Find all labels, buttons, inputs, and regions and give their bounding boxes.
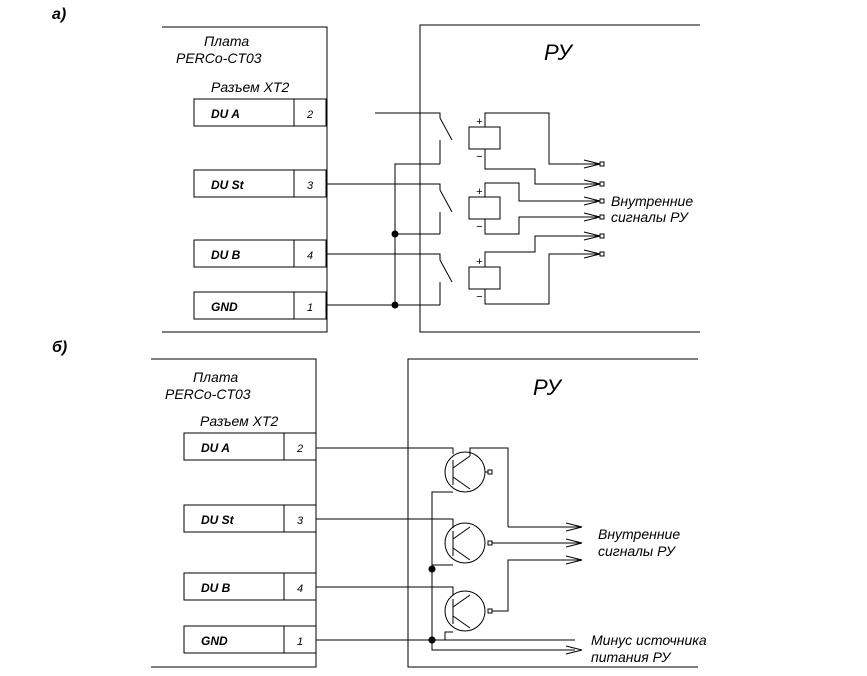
device-a-title: РУ	[544, 40, 574, 65]
pin-number: 2	[296, 443, 303, 455]
minus-label-line1: Минус источника	[591, 632, 707, 648]
pin-name: DU A	[201, 441, 230, 455]
wires-b	[316, 447, 575, 651]
transistor-3	[444, 559, 580, 632]
junction-dot	[428, 636, 436, 644]
pin-a-du-a: DU A 2	[193, 98, 327, 127]
pin-number: 4	[307, 250, 313, 262]
pin-name: DU St	[211, 178, 245, 192]
signals-a-line1: Внутренние	[611, 193, 693, 209]
relay-minus: −	[476, 291, 483, 303]
relay-plus: +	[476, 116, 483, 128]
pin-number: 1	[297, 636, 303, 648]
diagram-a: а) Плата PERCo-CT03 Разъем XT2 DU A 2 DU…	[52, 6, 700, 333]
pin-name: GND	[211, 300, 238, 314]
pin-name: DU B	[201, 581, 231, 595]
pin-b-du-st: DU St 3	[183, 504, 317, 533]
pin-b-du-b: DU B 4	[183, 572, 317, 601]
pin-name: DU B	[211, 248, 241, 262]
transistor-2	[444, 522, 580, 564]
signals-b-line1: Внутренние	[598, 526, 680, 542]
wires-a	[327, 112, 453, 309]
board-b-title: Плата	[193, 369, 238, 385]
transistor-1	[444, 447, 509, 527]
pin-number: 4	[297, 583, 303, 595]
device-b-title: РУ	[533, 375, 563, 400]
relay-3: + −	[468, 235, 600, 305]
relay-plus: +	[476, 186, 483, 198]
device-a-outline	[419, 24, 700, 333]
pin-number: 3	[307, 180, 314, 192]
relay-minus: −	[476, 221, 483, 233]
relay-plus: +	[476, 256, 483, 268]
minus-label-line2: питания РУ	[591, 649, 672, 665]
signals-b-line2: сигналы РУ	[598, 543, 677, 559]
pin-number: 3	[297, 515, 304, 527]
pin-a-du-st: DU St 3	[193, 169, 327, 198]
outputs-b	[508, 522, 583, 655]
outputs-a	[583, 159, 605, 259]
board-a-outline	[162, 26, 328, 333]
pin-a-gnd: GND 1	[193, 291, 327, 320]
pin-name: DU A	[211, 107, 240, 121]
diagram-a-label: а)	[52, 6, 66, 23]
signals-a-line2: сигналы РУ	[611, 209, 690, 225]
pin-a-du-b: DU B 4	[193, 239, 327, 268]
pin-number: 1	[307, 302, 313, 314]
pin-name: DU St	[201, 513, 235, 527]
pin-number: 2	[306, 109, 313, 121]
board-a-model: PERCo-CT03	[176, 50, 262, 66]
pin-b-gnd: GND 1	[183, 625, 317, 654]
relay-2: + −	[468, 182, 600, 235]
connector-a-label: Разъем XT2	[211, 79, 290, 95]
pin-name: GND	[201, 634, 228, 648]
diagram-b-label: б)	[52, 339, 67, 356]
junction-dot	[428, 565, 436, 573]
relay-minus: −	[476, 151, 483, 163]
board-b-model: PERCo-CT03	[165, 386, 251, 402]
relay-1: + −	[468, 112, 600, 185]
device-b-outline	[407, 358, 698, 668]
board-a-title: Плата	[204, 33, 249, 49]
diagram-b: б) Плата PERCo-CT03 Разъем XT2 DU A 2 DU…	[52, 339, 707, 668]
junction-dot	[391, 301, 399, 309]
junction-dot	[391, 230, 399, 238]
pin-b-du-a: DU A 2	[183, 432, 317, 461]
connector-b-label: Разъем XT2	[200, 413, 279, 429]
